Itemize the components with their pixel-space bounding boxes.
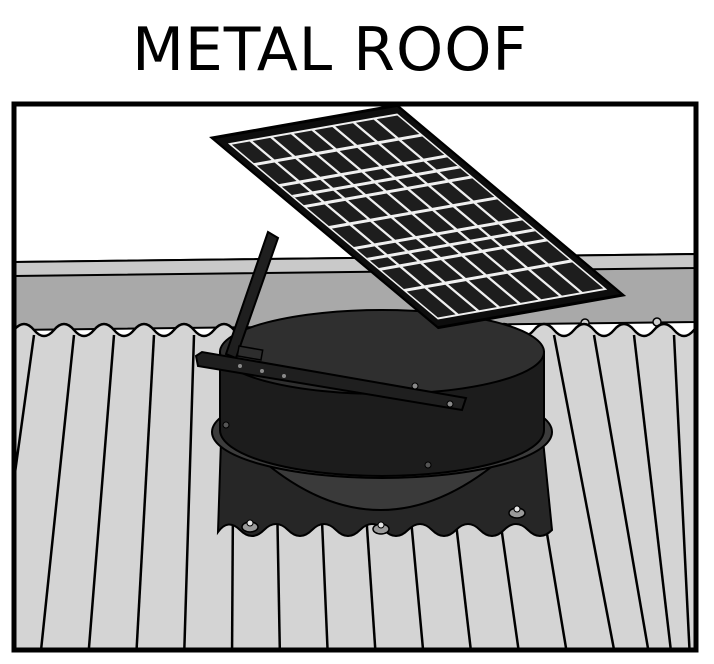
solar-panel-icon [209,104,627,330]
diagram-title: METAL ROOF [132,15,528,85]
screw-icon [372,521,390,535]
illustration-frame [11,101,699,653]
mounting-bracket-icon [194,230,468,412]
screw-icon [241,519,259,533]
screw-icon [508,505,526,519]
